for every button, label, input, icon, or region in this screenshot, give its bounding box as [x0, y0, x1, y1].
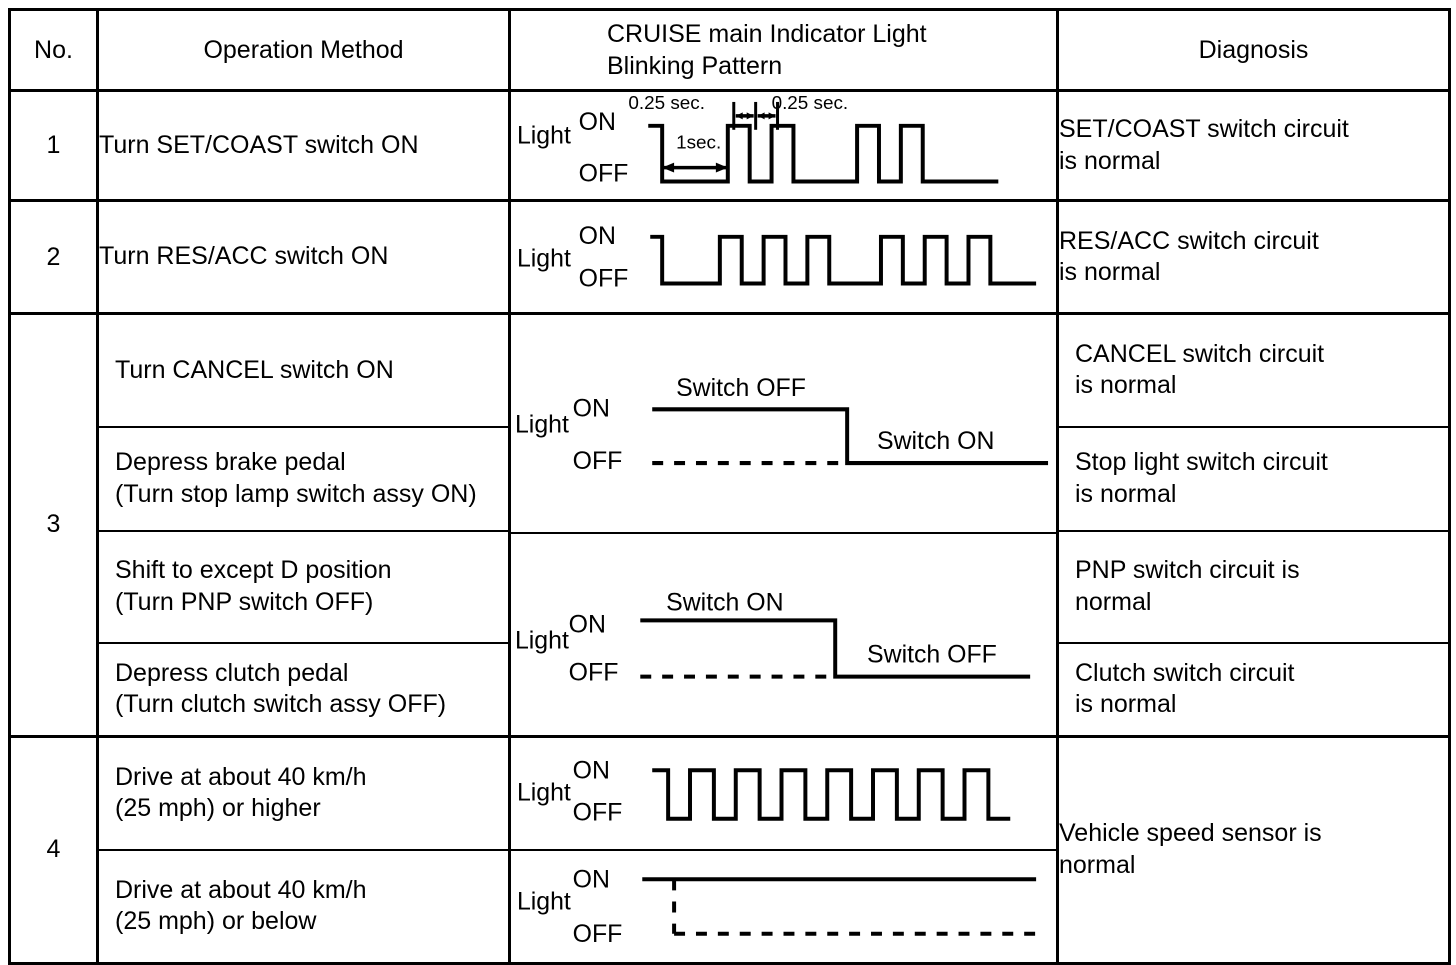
waveform-svg: Light ON OFF 0.25 sec. 0.25 sec. 1sec.: [517, 93, 999, 188]
pattern-subtable: Light ON OFF Switch OFF Switch ON: [511, 314, 1056, 735]
blinking-pattern-group: Light ON OFF Switch OFF Switch ON: [508, 311, 1059, 738]
list-item: Shift to except D position (Turn PNP swi…: [99, 530, 508, 644]
diagnosis-group: CANCEL switch circuit is normal Stop lig…: [1056, 311, 1451, 738]
waveform-on-label: ON: [573, 865, 610, 893]
header-operation-method: Operation Method: [96, 8, 511, 92]
header-no: No.: [8, 8, 99, 92]
list-item: Drive at about 40 km/h (25 mph) or below: [99, 849, 508, 962]
waveform-svg: Light ON OFF Switch ON Switch OFF: [515, 588, 1031, 687]
blinking-pattern-cell: Light ON OFF: [508, 199, 1059, 315]
blinking-pattern-group: Light ON OFF: [508, 734, 1059, 965]
annotation-switch-on: Switch ON: [877, 426, 994, 454]
waveform-off-label: OFF: [569, 658, 619, 686]
waveform-light-label: Light: [515, 410, 569, 438]
blinking-pattern-cell: Light ON OFF Switch OFF Switch ON: [511, 314, 1056, 534]
waveform-on-label: ON: [573, 394, 610, 422]
operation-method: Drive at about 40 km/h (25 mph) or below: [99, 849, 508, 962]
blinking-pattern-cell: Light ON OFF: [511, 849, 1056, 962]
header-diagnosis: Diagnosis: [1056, 8, 1451, 92]
table-row: 2 Turn RES/ACC switch ON Light ON OFF RE…: [8, 199, 1451, 315]
table-row: 4 Drive at about 40 km/h (25 mph) or hig…: [8, 734, 1451, 965]
list-item: Turn CANCEL switch ON: [99, 314, 508, 428]
table-header-row: No. Operation Method CRUISE main Indicat…: [8, 8, 1451, 92]
list-item: CANCEL switch circuit is normal: [1059, 314, 1448, 428]
list-item: Stop light switch circuit is normal: [1059, 426, 1448, 532]
waveform-light-label: Light: [517, 122, 571, 150]
waveform-on-label: ON: [569, 610, 606, 638]
waveform-light-label: Light: [515, 626, 569, 654]
list-item: PNP switch circuit is normal: [1059, 530, 1448, 644]
row-number: 2: [8, 199, 99, 315]
waveform-off-label: OFF: [573, 919, 623, 947]
list-item: Clutch switch circuit is normal: [1059, 642, 1448, 735]
annotation-switch-off: Switch OFF: [867, 640, 997, 668]
table-row: 1 Turn SET/COAST switch ON Light ON OFF …: [8, 88, 1451, 203]
waveform-on-label: ON: [579, 108, 616, 136]
diagnosis: PNP switch circuit is normal: [1059, 530, 1448, 644]
operation-method: Turn RES/ACC switch ON: [96, 199, 511, 315]
blinking-pattern-cell: Light ON OFF 0.25 sec. 0.25 sec. 1sec.: [508, 88, 1059, 203]
operation-method-group: Drive at about 40 km/h (25 mph) or highe…: [96, 734, 511, 965]
operation-method: Shift to except D position (Turn PNP swi…: [99, 530, 508, 644]
operation-subtable: Drive at about 40 km/h (25 mph) or highe…: [99, 737, 508, 962]
operation-subtable: Turn CANCEL switch ON Depress brake peda…: [99, 314, 508, 735]
row-number: 1: [8, 88, 99, 203]
waveform-svg: Light ON OFF: [517, 756, 1011, 827]
operation-method-group: Turn CANCEL switch ON Depress brake peda…: [96, 311, 511, 738]
blinking-pattern-cell: Light ON OFF: [511, 737, 1056, 851]
waveform-svg: Light ON OFF: [517, 865, 1037, 948]
list-item: Depress brake pedal (Turn stop lamp swit…: [99, 426, 508, 532]
row-number: 4: [8, 734, 99, 965]
waveform-row4a: Light ON OFF: [511, 738, 1056, 849]
list-item: Drive at about 40 km/h (25 mph) or highe…: [99, 737, 508, 851]
diagnosis: Vehicle speed sensor is normal: [1056, 734, 1451, 965]
waveform-light-label: Light: [517, 778, 571, 806]
diagnosis: RES/ACC switch circuit is normal: [1056, 199, 1451, 315]
diagnosis-subtable: CANCEL switch circuit is normal Stop lig…: [1059, 314, 1448, 735]
row-number: 3: [8, 311, 99, 738]
waveform-row4b: Light ON OFF: [511, 851, 1056, 962]
waveform-off-label: OFF: [573, 447, 623, 475]
diagnosis: CANCEL switch circuit is normal: [1059, 314, 1448, 428]
waveform-off-label: OFF: [579, 160, 629, 188]
annotation-025-left: 0.25 sec.: [628, 93, 705, 114]
annotation-025-right: 0.25 sec.: [772, 93, 849, 114]
header-blinking-pattern: CRUISE main Indicator Light Blinking Pat…: [508, 8, 1059, 92]
list-item: Light ON OFF Switch OFF Switch ON: [511, 314, 1056, 534]
waveform-svg: Light ON OFF Switch OFF Switch ON: [515, 374, 1049, 475]
waveform-light-label: Light: [517, 887, 571, 915]
blinking-pattern-table: No. Operation Method CRUISE main Indicat…: [8, 8, 1451, 965]
operation-method: Turn CANCEL switch ON: [99, 314, 508, 428]
list-item: Depress clutch pedal (Turn clutch switch…: [99, 642, 508, 735]
diagnosis: Clutch switch circuit is normal: [1059, 642, 1448, 735]
operation-method: Depress brake pedal (Turn stop lamp swit…: [99, 426, 508, 532]
waveform-row3b: Light ON OFF Switch ON Switch OFF: [511, 534, 1056, 735]
operation-method: Drive at about 40 km/h (25 mph) or highe…: [99, 737, 508, 851]
diagnosis: SET/COAST switch circuit is normal: [1056, 88, 1451, 203]
annotation-switch-on: Switch ON: [666, 588, 783, 616]
waveform-light-label: Light: [517, 245, 571, 273]
diagnosis: Stop light switch circuit is normal: [1059, 426, 1448, 532]
annotation-1sec: 1sec.: [676, 133, 721, 154]
list-item: Light ON OFF: [511, 737, 1056, 851]
list-item: Light ON OFF Switch ON Switch OFF: [511, 532, 1056, 735]
blinking-pattern-cell: Light ON OFF Switch ON Switch OFF: [511, 532, 1056, 735]
list-item: Light ON OFF: [511, 849, 1056, 962]
pattern-subtable: Light ON OFF: [511, 737, 1056, 962]
waveform-row2: Light ON OFF: [511, 202, 1056, 311]
waveform-svg: Light ON OFF: [517, 222, 1037, 293]
operation-method: Turn SET/COAST switch ON: [96, 88, 511, 203]
table-row: 3 Turn CANCEL switch ON Depress brake pe…: [8, 311, 1451, 738]
operation-method: Depress clutch pedal (Turn clutch switch…: [99, 642, 508, 735]
annotation-switch-off: Switch OFF: [676, 374, 806, 402]
waveform-on-label: ON: [579, 222, 616, 250]
waveform-row3a: Light ON OFF Switch OFF Switch ON: [511, 315, 1056, 532]
waveform-row1: Light ON OFF 0.25 sec. 0.25 sec. 1sec.: [511, 92, 1056, 199]
waveform-on-label: ON: [573, 756, 610, 784]
waveform-off-label: OFF: [579, 265, 629, 293]
waveform-off-label: OFF: [573, 798, 623, 826]
